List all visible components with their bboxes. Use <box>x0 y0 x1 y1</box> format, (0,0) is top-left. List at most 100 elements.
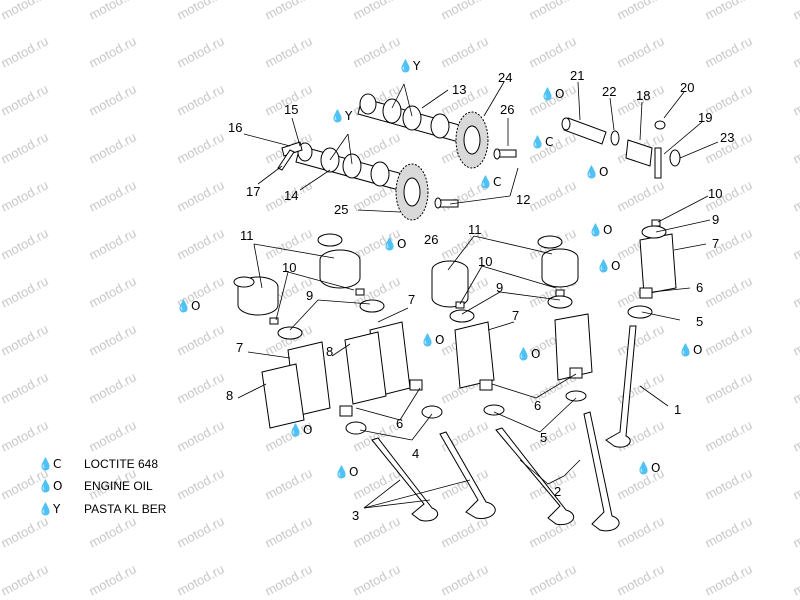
part-label-10-right: 10 <box>708 186 722 201</box>
tappet-left-1 <box>233 276 279 316</box>
watermark-text: motod.ru <box>262 33 314 70</box>
watermark-text: motod.ru <box>86 33 138 70</box>
watermark-text: motod.ru <box>790 225 800 262</box>
watermark-text: motod.ru <box>262 225 314 262</box>
watermark-text: motod.ru <box>614 177 666 214</box>
part-label-9-center: 9 <box>496 280 503 295</box>
watermark-text: motod.ru <box>86 225 138 262</box>
part-label-19: 19 <box>698 110 712 125</box>
part-label-12: 12 <box>516 192 530 207</box>
cam-gear-upper <box>455 111 489 169</box>
part-label-3: 3 <box>352 508 359 523</box>
watermark-text: motod.ru <box>350 561 402 598</box>
watermark-text: motod.ru <box>86 81 138 118</box>
lubricant-symbols: 💧Y 💧Y 💧C 💧C 💧O 💧O 💧O 💧O 💧O 💧O 💧O 💧O 💧O 💧… <box>176 59 702 479</box>
part-label-5-center: 5 <box>540 430 547 445</box>
legend: 💧C LOCTITE 648 💧O ENGINE OIL 💧Y PASTA KL… <box>38 457 167 516</box>
symbol-o-left-low: 💧O <box>288 423 312 437</box>
camshaft-lower <box>295 142 411 193</box>
watermark-text: motod.ru <box>526 561 578 598</box>
watermark-text: motod.ru <box>174 465 226 502</box>
watermark-text: motod.ru <box>0 0 51 23</box>
watermark-text: motod.ru <box>614 561 666 598</box>
tappet-center-2 <box>537 235 579 288</box>
watermark-text: motod.ru <box>790 465 800 502</box>
camshaft-upper <box>357 93 471 145</box>
watermark-text: motod.ru <box>702 417 754 454</box>
watermark-text: motod.ru <box>350 0 402 23</box>
watermark-text: motod.ru <box>0 177 51 214</box>
watermark-text: motod.ru <box>702 33 754 70</box>
watermark-text: motod.ru <box>702 513 754 550</box>
legend-label-engine-oil: ENGINE OIL <box>84 479 153 493</box>
part-label-23: 23 <box>720 130 734 145</box>
watermark-text: motod.ru <box>702 321 754 358</box>
watermark-text: motod.ru <box>790 513 800 550</box>
watermark-text: motod.ru <box>0 417 51 454</box>
watermark-text: motod.ru <box>790 369 800 406</box>
valves-right <box>495 325 637 532</box>
watermark-text: motod.ru <box>702 369 754 406</box>
spring-left-b <box>344 331 387 405</box>
valves-left <box>371 431 496 522</box>
watermark-text: motod.ru <box>86 129 138 166</box>
part-label-11-center: 11 <box>468 222 482 237</box>
watermark-text: motod.ru <box>526 0 578 23</box>
legend-symbol-y: 💧Y <box>38 502 61 516</box>
tappet-left-2 <box>317 233 361 289</box>
watermark-text: motod.ru <box>702 225 754 262</box>
watermark-text: motod.ru <box>262 465 314 502</box>
watermark-text: motod.ru <box>86 561 138 598</box>
symbol-o-rocker-2: 💧O <box>584 165 608 179</box>
symbol-o-tappet-c: 💧O <box>588 223 612 237</box>
symbol-o-left-tappet: 💧O <box>176 299 200 313</box>
watermark-text: motod.ru <box>702 561 754 598</box>
watermark-text: motod.ru <box>174 0 226 23</box>
watermark-text: motod.ru <box>174 33 226 70</box>
retainers-left <box>269 288 443 435</box>
watermark-text: motod.ru <box>86 369 138 406</box>
symbol-o-valve-right: 💧O <box>636 461 660 475</box>
spring-right <box>639 233 677 295</box>
watermark-text: motod.ru <box>438 33 490 70</box>
symbol-o-rocker-1: 💧O <box>540 87 564 101</box>
watermark-text: motod.ru <box>614 0 666 23</box>
spring-left-d <box>261 363 305 429</box>
watermark-text: motod.ru <box>702 465 754 502</box>
watermark-text: motod.ru <box>0 129 51 166</box>
part-label-6-center: 6 <box>534 398 541 413</box>
part-label-7-left-b: 7 <box>236 340 243 355</box>
watermark-text: motod.ru <box>86 273 138 310</box>
watermark-text: motod.ru <box>174 177 226 214</box>
watermark-text: motod.ru <box>790 177 800 214</box>
decompressor-pin <box>277 141 303 171</box>
leader-lines <box>237 81 719 509</box>
part-label-5-right: 5 <box>696 314 703 329</box>
watermark-text: motod.ru <box>174 81 226 118</box>
cam-bolts <box>434 148 517 209</box>
spring-center-1 <box>454 321 495 389</box>
watermark-text: motod.ru <box>526 33 578 70</box>
watermark-text: motod.ru <box>614 513 666 550</box>
part-number-labels: 1 2 3 4 5 5 6 6 6 7 7 7 7 8 8 9 9 9 10 1… <box>226 68 734 523</box>
symbol-y-upper: 💧Y <box>398 59 421 73</box>
part-label-2: 2 <box>554 484 561 499</box>
part-label-25: 25 <box>334 202 348 217</box>
watermark-text: motod.ru <box>790 321 800 358</box>
watermark-text: motod.ru <box>262 513 314 550</box>
watermark-text: motod.ru <box>262 0 314 23</box>
watermark-text: motod.ru <box>702 273 754 310</box>
watermark-text: motod.ru <box>174 321 226 358</box>
watermark-text: motod.ru <box>790 417 800 454</box>
symbol-o-center-mid: 💧O <box>516 347 540 361</box>
symbol-o-right-valve: 💧O <box>678 343 702 357</box>
watermark-text: motod.ru <box>790 561 800 598</box>
watermark-text: motod.ru <box>174 369 226 406</box>
watermark-text: motod.ru <box>438 0 490 23</box>
watermark-text: motod.ru <box>0 225 51 262</box>
part-label-20: 20 <box>680 80 694 95</box>
watermark-text: motod.ru <box>790 273 800 310</box>
part-label-6-left: 6 <box>396 416 403 431</box>
part-label-24: 24 <box>498 70 512 85</box>
